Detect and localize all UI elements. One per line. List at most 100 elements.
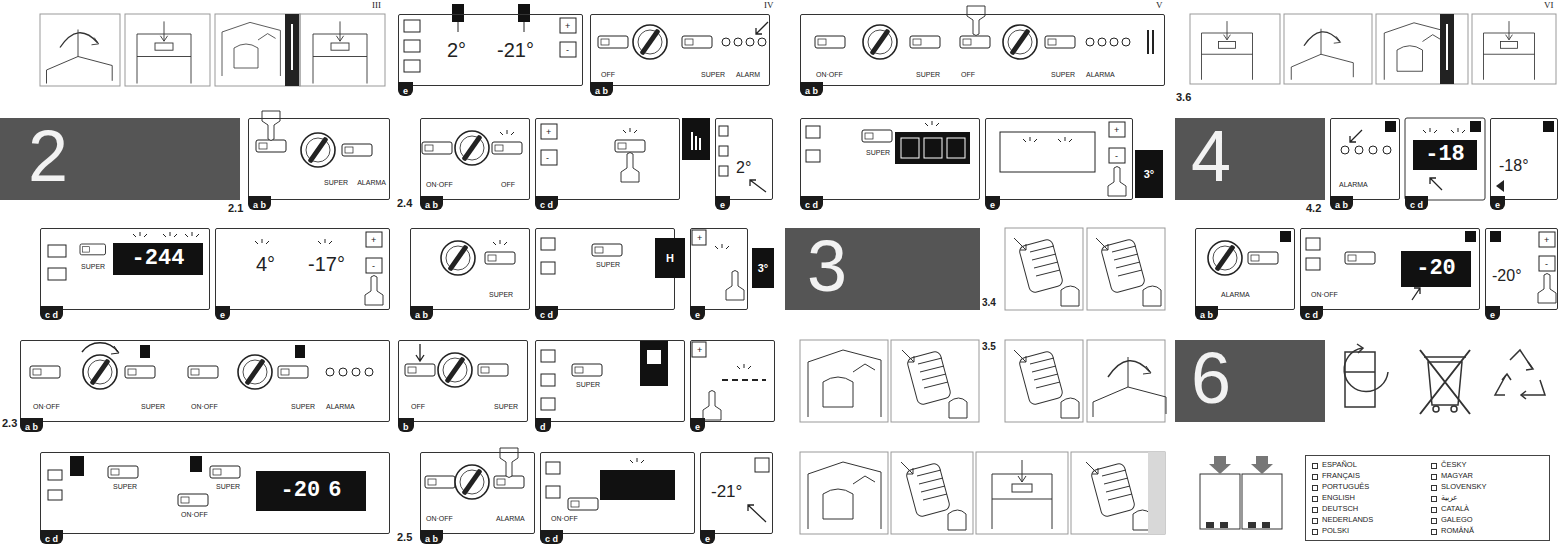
panel-text: ALARMA: [1339, 181, 1368, 189]
step-letter: e: [403, 86, 408, 96]
control-panel: -20°+-: [1485, 228, 1558, 310]
panel-text: 4°: [256, 253, 275, 275]
control-panel: SUPER: [800, 118, 980, 200]
step-letter: d: [540, 422, 546, 432]
control-panel: -21°: [700, 452, 773, 534]
step-tag: e: [215, 306, 230, 320]
temperature-display: -20: [1401, 251, 1471, 287]
temperature-display: -18: [1413, 140, 1477, 170]
language-name: CATALÀ: [1441, 505, 1469, 513]
step-tag: e: [700, 530, 715, 544]
panel-text: OFF: [411, 403, 425, 411]
control-panel: +: [690, 228, 748, 310]
step-letter: b: [403, 422, 409, 432]
step-tag: e: [690, 306, 705, 320]
checkbox-mark: [1431, 496, 1437, 502]
section-number: 3: [807, 230, 847, 302]
control-panel: SUPER: [410, 228, 530, 310]
step-letter: a b: [595, 86, 608, 96]
panel-text: ON·OFF: [191, 403, 218, 411]
panel-text: ALARMA: [1086, 71, 1115, 79]
step-tag: a b: [248, 196, 271, 210]
step-tag: e: [985, 196, 1000, 210]
step-letter: a b: [253, 200, 266, 210]
figure-number: 3.4: [982, 298, 996, 308]
step-tag: a b: [410, 306, 433, 320]
language-name: MAGYAR: [1441, 472, 1473, 480]
panel-text: 2°: [447, 39, 466, 61]
step-letter: c d: [45, 534, 58, 544]
step-tag: c d: [40, 306, 63, 320]
panel-text: -21°: [711, 483, 742, 502]
step-letter: a b: [1200, 310, 1213, 320]
control-panel: ALARMA: [1195, 228, 1295, 310]
section-band: 3: [785, 228, 980, 310]
panel-text: ON·OFF: [33, 403, 60, 411]
panel-text: -18°: [1499, 157, 1529, 175]
panel-text: SUPER: [324, 179, 348, 187]
display-digits: -20: [1416, 258, 1456, 280]
panel-text: SUPER: [576, 381, 600, 389]
control-panel: ON·OFFSUPERON·OFFSUPERALARMA: [20, 340, 390, 422]
control-panel: SUPER: [535, 340, 685, 422]
language-name: ČESKY: [1441, 461, 1466, 469]
step-letter: c d: [540, 200, 553, 210]
panel-text: ON·OFF: [816, 71, 843, 79]
step-letter: e: [695, 310, 700, 320]
step-letter: a b: [415, 310, 428, 320]
section-band: 4: [1175, 118, 1325, 200]
checkbox-mark: [1312, 518, 1318, 524]
panel-text: SUPER: [489, 291, 513, 299]
panel-text: +: [546, 128, 551, 138]
panel-text: OFF: [501, 181, 515, 189]
control-panel-parts: [30, 4, 1556, 522]
indicator-tab: H: [655, 238, 685, 278]
step-letter: e: [705, 534, 710, 544]
figure-number: 4.2: [1306, 203, 1321, 214]
language-name: ENGLISH: [1322, 494, 1355, 502]
figure-number: 2.1: [228, 203, 243, 214]
figure-number: 2.4: [397, 198, 412, 209]
panel-text: ON·OFF: [426, 181, 453, 189]
step-letter: a b: [805, 86, 818, 96]
step-letter: a b: [425, 200, 438, 210]
panel-text: -: [372, 262, 375, 272]
panel-text: OFF: [601, 71, 615, 79]
step-tag: c d: [535, 196, 558, 210]
panel-text: +: [697, 234, 702, 244]
language-name: GALEGO: [1441, 516, 1473, 524]
control-panel: SUPER: [535, 228, 675, 310]
panel-text: SUPER: [81, 263, 105, 271]
control-panel: ALARMA: [1330, 118, 1400, 200]
step-letter: c d: [540, 310, 553, 320]
control-panel: ON·OFFALARMA: [420, 452, 535, 534]
language-name: FRANÇAIS: [1322, 472, 1360, 480]
figure-number: 3.6: [1176, 92, 1191, 103]
panel-text: -: [1545, 260, 1548, 270]
temperature-display: -244: [113, 243, 203, 275]
indicator-text: 3°: [758, 262, 769, 274]
step-tag: e: [715, 196, 730, 210]
panel-text: ALARMA: [326, 403, 355, 411]
step-letter: c d: [45, 310, 58, 320]
checkbox-mark: [1431, 518, 1437, 524]
page-number: V: [1156, 1, 1163, 10]
section-band: 6: [1175, 340, 1325, 422]
step-tag: a b: [420, 530, 443, 544]
control-panel: +-: [535, 118, 680, 200]
step-tag: a b: [420, 196, 443, 210]
panel-text: -: [566, 46, 569, 56]
step-letter: e: [220, 310, 225, 320]
step-letter: a b: [25, 422, 38, 432]
step-letter: a b: [1335, 200, 1348, 210]
temperature-display: -206: [256, 471, 366, 511]
step-letter: e: [990, 200, 995, 210]
language-name: عربية: [1441, 494, 1458, 502]
control-panel: ON·OFF-20: [1300, 228, 1480, 310]
checkbox-mark: [1312, 463, 1318, 469]
panel-text: SUPER: [494, 403, 518, 411]
control-panel: OFFSUPERALARM: [590, 14, 770, 86]
step-tag: a b: [590, 82, 613, 96]
panel-text: SUPER: [596, 261, 620, 269]
language-name: ROMÂNĂ: [1441, 527, 1474, 535]
